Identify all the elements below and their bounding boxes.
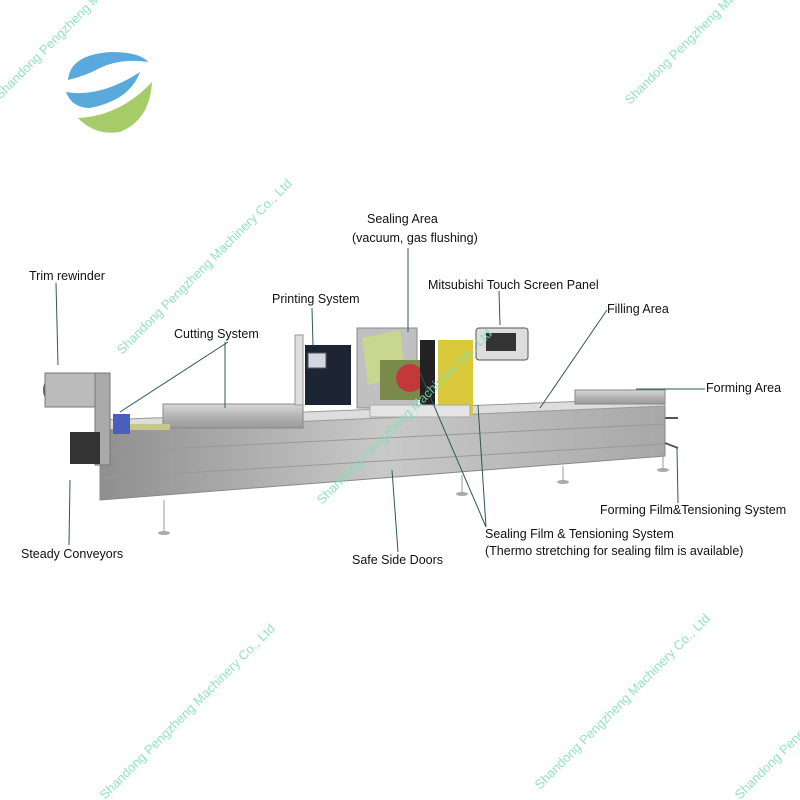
company-logo xyxy=(66,52,152,133)
label-sealing-area-sub: (vacuum, gas flushing) xyxy=(352,231,478,245)
watermark: Shandong Pengzheng Machinery Co., Ltd xyxy=(97,621,278,800)
label-printing-system: Printing System xyxy=(272,292,360,306)
label-steady-conveyors: Steady Conveyors xyxy=(21,547,123,561)
label-sealing-film: Sealing Film & Tensioning System xyxy=(485,527,674,541)
label-touch-screen: Mitsubishi Touch Screen Panel xyxy=(428,278,599,292)
label-filling-area: Filling Area xyxy=(607,302,669,316)
machine-illustration xyxy=(43,327,679,535)
label-trim-rewinder: Trim rewinder xyxy=(29,269,105,283)
label-forming-film: Forming Film&Tensioning System xyxy=(600,503,786,517)
label-sealing-area: Sealing Area xyxy=(367,212,438,226)
label-sealing-film-sub: (Thermo stretching for sealing film is a… xyxy=(485,544,743,558)
label-forming-area: Forming Area xyxy=(706,381,781,395)
watermark: Shandong Pengzheng Machinery Co., Ltd xyxy=(732,621,800,800)
leader-lines xyxy=(55,248,705,553)
watermark: Shandong Pengzheng Machinery Co., Ltd xyxy=(532,611,713,792)
label-safe-side-doors: Safe Side Doors xyxy=(352,553,443,567)
label-cutting-system: Cutting System xyxy=(174,327,259,341)
watermark: Shandong Pengzheng Machinery Co., Ltd xyxy=(0,0,173,102)
watermark: Shandong Pengzheng Machinery Co., Ltd xyxy=(622,0,800,107)
